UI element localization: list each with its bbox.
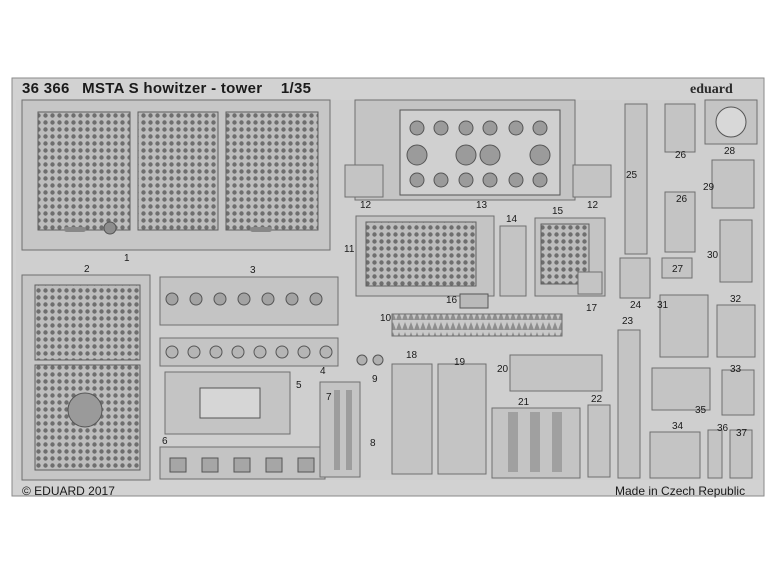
part-number: 19: [454, 357, 466, 368]
part-number: 6: [162, 436, 168, 447]
part-number: 25: [626, 170, 638, 181]
part-27: [661, 257, 693, 279]
sheet-code: 36 366: [22, 80, 70, 97]
part-22: [587, 404, 611, 478]
part-number: 11: [344, 244, 355, 255]
brand-logo: eduard: [690, 82, 733, 97]
part-number: 16: [446, 295, 458, 306]
part-17: [577, 271, 603, 295]
part-number: 31: [657, 300, 669, 311]
part-number: 2: [84, 264, 90, 275]
part-7-8-links: [319, 381, 361, 478]
part-1-mesh-panel: [21, 99, 331, 251]
part-number: 28: [724, 146, 736, 157]
part-9-discs: [356, 354, 384, 366]
part-number: 14: [506, 214, 518, 225]
part-number: 22: [591, 394, 603, 405]
part-number: 34: [672, 421, 684, 432]
part-number: 7: [326, 392, 332, 403]
part-30: [719, 219, 753, 283]
part-16: [459, 293, 489, 309]
part-24: [619, 257, 651, 299]
part-29: [711, 159, 755, 209]
part-number: 30: [707, 250, 719, 261]
part-number: 23: [622, 316, 634, 327]
part-19: [437, 363, 487, 475]
part-number: 27: [672, 264, 684, 275]
copyright: © EDUARD 2017: [22, 484, 115, 498]
part-number: 18: [406, 350, 418, 361]
part-21-clips: [491, 407, 581, 479]
part-18: [391, 363, 433, 475]
part-11-mesh-panel: [355, 215, 495, 297]
part-number: 17: [586, 303, 598, 314]
part-26-top: [664, 103, 696, 153]
part-31: [659, 294, 709, 358]
part-number: 12: [360, 200, 372, 211]
part-10-toothed-strip: [391, 313, 563, 337]
part-number: 8: [370, 438, 376, 449]
part-12-left: [344, 164, 384, 198]
part-number: 21: [518, 397, 530, 408]
part-number: 26: [675, 150, 687, 161]
part-4-washers: [159, 337, 339, 367]
part-number: 9: [372, 374, 378, 385]
part-number: 29: [703, 182, 715, 193]
part-32: [716, 304, 756, 358]
part-number: 1: [124, 253, 130, 264]
part-number: 24: [630, 300, 642, 311]
part-number: 32: [730, 294, 742, 305]
part-number: 10: [380, 313, 392, 324]
part-34: [649, 431, 701, 479]
part-33: [721, 369, 755, 416]
part-12-right: [572, 164, 612, 198]
part-26-lower: [664, 191, 696, 253]
part-23: [617, 329, 641, 479]
made-in: Made in Czech Republic: [615, 484, 746, 498]
sheet-scale: 1/35: [280, 80, 312, 97]
part-37: [729, 429, 753, 479]
part-number: 4: [320, 366, 326, 377]
part-number: 26: [676, 194, 688, 205]
part-36: [707, 429, 723, 479]
part-number: 20: [497, 364, 509, 375]
sheet-name: MSTA S howitzer - tower: [82, 80, 263, 97]
part-6-brackets: [159, 446, 326, 480]
part-number: 12: [587, 200, 599, 211]
part-28-ring: [704, 99, 758, 145]
part-number: 36: [717, 423, 729, 434]
part-2-mesh-panel: [21, 274, 151, 481]
part-number: 5: [296, 380, 302, 391]
part-13-plate: [354, 99, 576, 201]
part-number: 35: [695, 405, 707, 416]
part-3-hinges: [159, 276, 339, 326]
part-14-bar: [499, 225, 527, 297]
part-25: [624, 103, 648, 255]
part-20: [509, 354, 603, 392]
part-number: 3: [250, 265, 256, 276]
part-number: 13: [476, 200, 488, 211]
part-5-frame: [164, 371, 291, 435]
part-number: 15: [552, 206, 564, 217]
part-number: 33: [730, 364, 742, 375]
part-number: 37: [736, 428, 748, 439]
sheet-title: 36 366 MSTA S howitzer - tower 1/35: [22, 80, 311, 97]
part-35: [651, 367, 711, 411]
